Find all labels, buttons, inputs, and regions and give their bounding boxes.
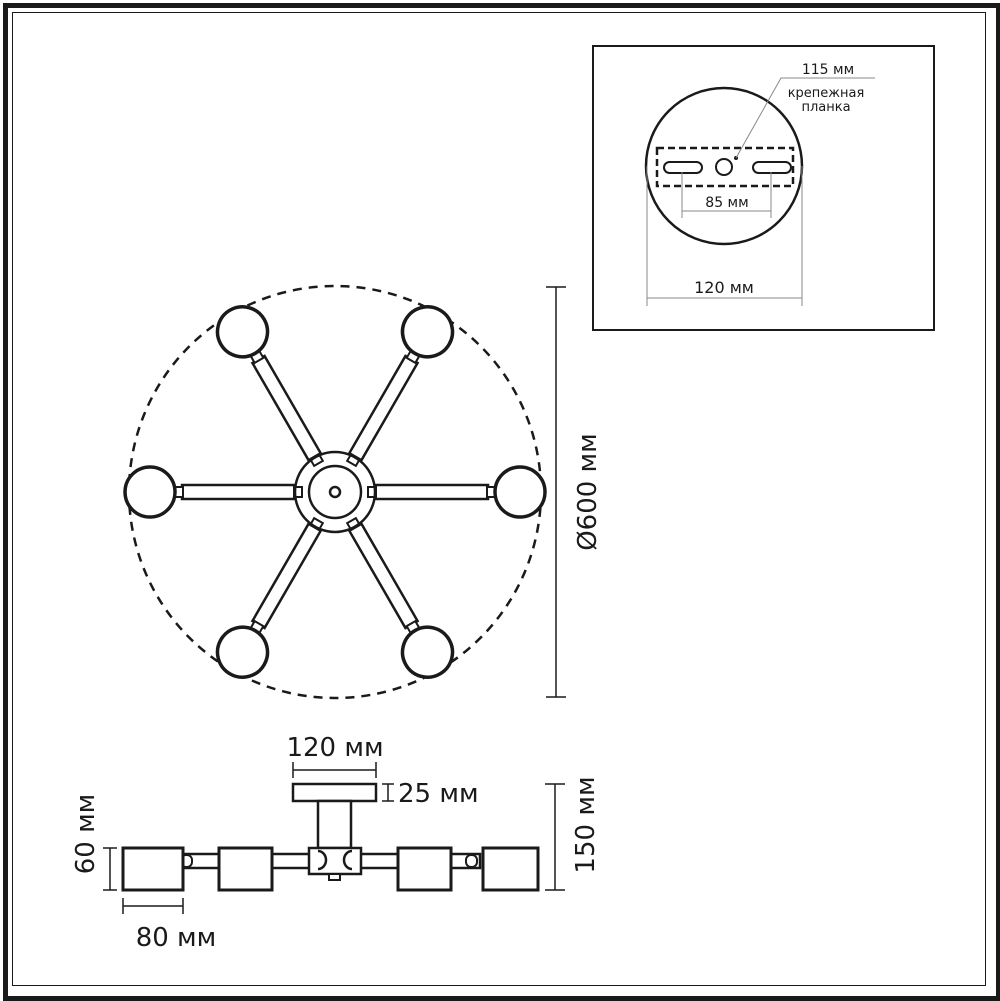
shade-width-label: 80 мм bbox=[136, 923, 217, 953]
hole-spacing-label: 85 мм bbox=[705, 195, 748, 211]
hub-inner-ring bbox=[307, 464, 363, 520]
shade-height-label: 60 мм bbox=[71, 794, 101, 875]
hub-outer-ring bbox=[293, 450, 377, 534]
inner-frame bbox=[12, 12, 986, 986]
hub-center bbox=[328, 485, 342, 499]
outer-frame bbox=[3, 3, 1000, 1001]
arm-southeast bbox=[328, 506, 464, 689]
mounting-bracket-outline bbox=[655, 146, 795, 188]
diameter-label: Ø600 мм bbox=[573, 433, 603, 551]
arm-west bbox=[123, 465, 304, 519]
shade-2 bbox=[217, 846, 274, 892]
total-height-label: 150 мм bbox=[571, 776, 601, 873]
shade-4 bbox=[481, 846, 540, 892]
canopy bbox=[291, 782, 378, 803]
shade-1 bbox=[121, 846, 185, 892]
center-hole bbox=[715, 158, 733, 176]
mounting-slot-left bbox=[663, 161, 703, 174]
mounting-slot-right bbox=[752, 161, 792, 174]
inset-box bbox=[592, 45, 935, 331]
canopy-diameter-label: 120 мм bbox=[694, 278, 754, 297]
hub-body bbox=[307, 846, 363, 876]
stem bbox=[316, 799, 353, 850]
arm-southwest bbox=[206, 506, 342, 689]
arm-northwest bbox=[206, 295, 342, 478]
top-view: Ø600 мм bbox=[123, 284, 603, 700]
bracket-name-line1: крепежная bbox=[788, 86, 865, 101]
canopy-circle bbox=[644, 86, 804, 246]
shade-3 bbox=[396, 846, 453, 892]
leader-line bbox=[735, 77, 875, 159]
mounting-inset: 115 мм крепежная планка 85 мм 120 мм bbox=[592, 45, 935, 331]
canopy-height-label: 25 мм bbox=[398, 779, 479, 809]
arm-northeast bbox=[328, 295, 464, 478]
bracket-length-label: 115 мм bbox=[802, 62, 854, 78]
bracket-name-line2: планка bbox=[801, 100, 850, 115]
canopy-width-label: 120 мм bbox=[286, 733, 383, 763]
arm-east bbox=[366, 465, 547, 519]
side-view: 120 мм 25 мм 150 мм 60 мм 80 мм bbox=[71, 733, 601, 953]
hub-cap bbox=[328, 873, 341, 881]
